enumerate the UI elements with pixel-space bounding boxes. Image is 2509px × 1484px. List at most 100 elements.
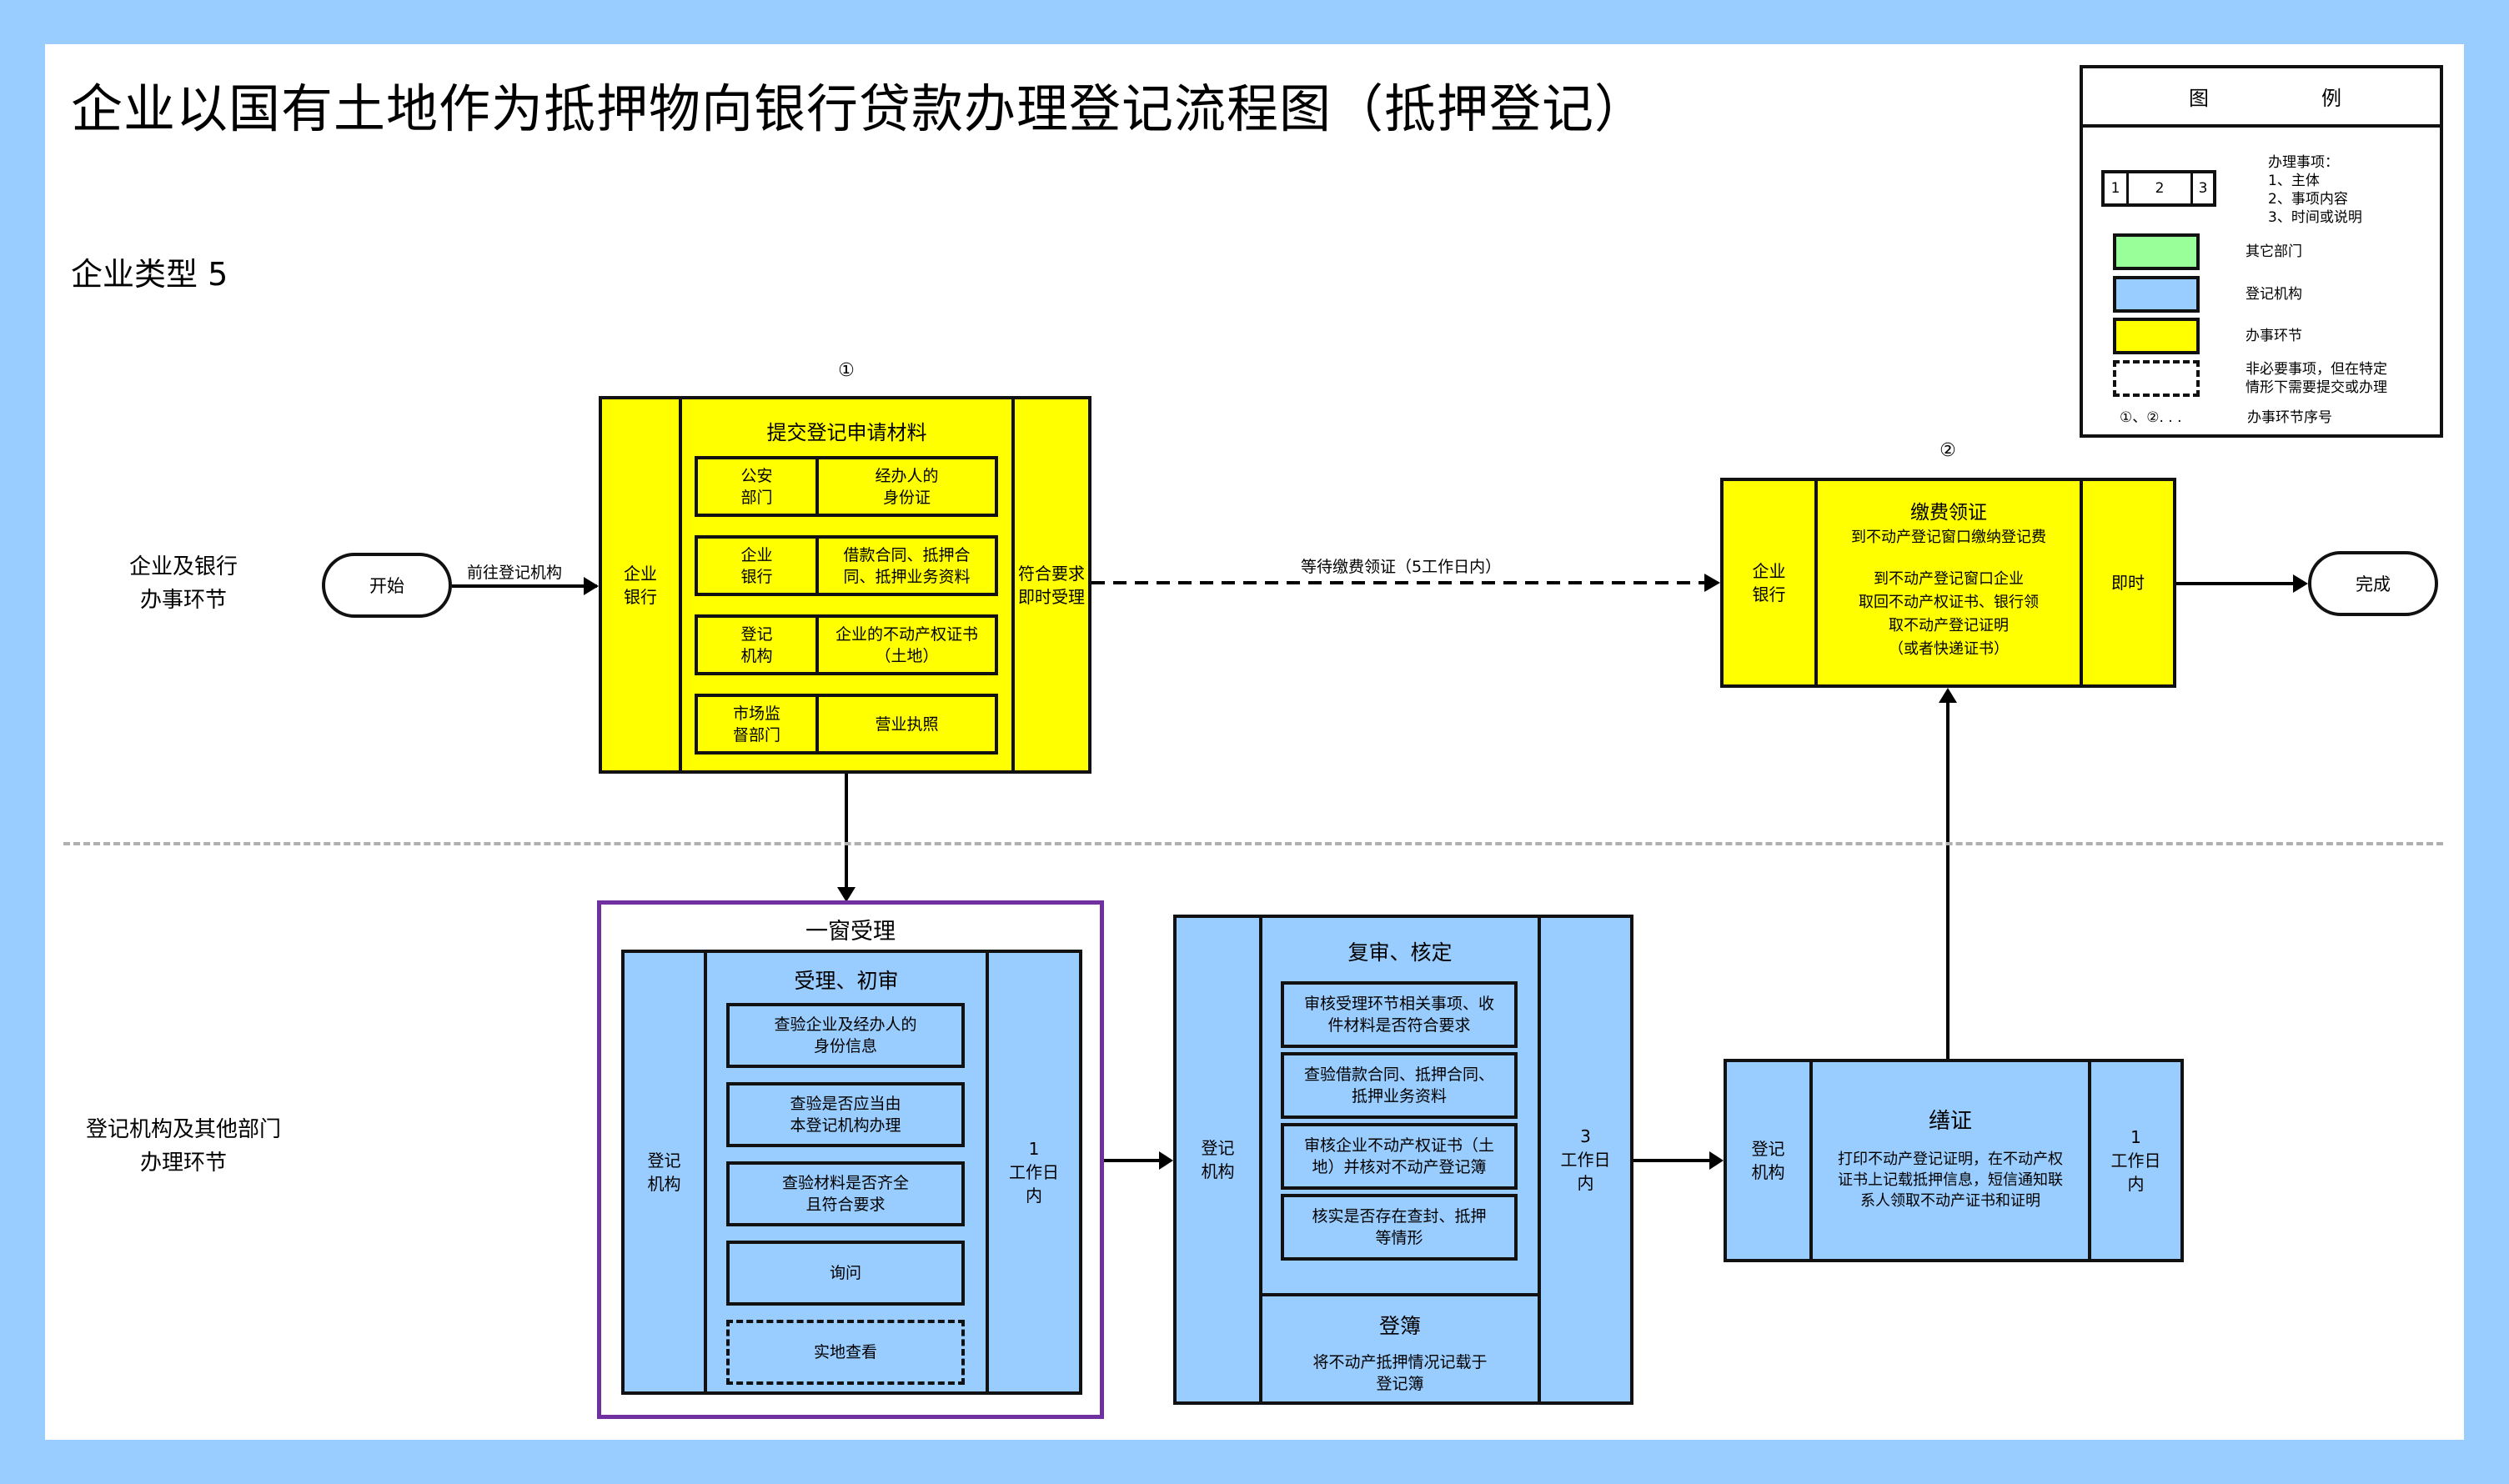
legend-sample-desc: 办理事项： 1、主体 2、事项内容 3、时间或说明 — [2268, 153, 2362, 227]
legend-sample-cell: 3 — [2198, 180, 2208, 197]
material-source: 登记机构 — [698, 618, 819, 672]
material-item: 企业的不动产权证书 （土地） — [819, 618, 995, 672]
text-line: 系人领取不动产证书和证明 — [1860, 1192, 2040, 1210]
material-item: 经办人的身份证 — [819, 459, 995, 514]
text-line: 查验企业及经办人的 — [774, 1015, 917, 1034]
text-line: （土地） — [875, 646, 939, 665]
text-line: 借款合同、抵押合 — [843, 545, 971, 564]
review-item: 审核受理环节相关事项、收件材料是否符合要求 — [1281, 981, 1518, 1048]
arrowhead — [584, 577, 599, 595]
material-source: 市场监督部门 — [698, 697, 819, 751]
certify-text: 打印不动产登记证明，在不动产权 证书上记载抵押信息，短信通知联 系人领取不动产证… — [1813, 1149, 2088, 1211]
arrowhead — [1704, 574, 1720, 592]
text-line: 打印不动产登记证明，在不动产权 — [1838, 1151, 2063, 1168]
text-line: 银行 — [740, 567, 773, 586]
step2-title: 缴费领证 — [1910, 502, 1987, 524]
time-line: 工作日 — [2110, 1151, 2161, 1171]
review-item: 核实是否存在查封、抵押等情形 — [1281, 1194, 1518, 1261]
text-line: 公安 — [740, 466, 773, 485]
text-line: 实地查看 — [813, 1343, 877, 1361]
step2-content: 缴费领证 到不动产登记窗口缴纳登记费 到不动产登记窗口企业 取回不动产权证书、银… — [1818, 499, 2080, 661]
text-line: 查验借款合同、抵押合同、 — [1303, 1065, 1494, 1084]
text-line: 办理事项： — [2268, 154, 2339, 171]
edge-label-go-to-registry: 前往登记机构 — [467, 564, 563, 582]
check-item-site-inspection-optional: 实地查看 — [726, 1320, 965, 1385]
step-index-2: ② — [1939, 440, 1956, 461]
record-text: 将不动产抵押情况记载于 登记簿 — [1262, 1351, 1538, 1395]
review-item: 审核企业不动产权证书（土地）并核对不动产登记簿 — [1281, 1123, 1518, 1190]
check-item: 查验企业及经办人的身份信息 — [726, 1003, 965, 1068]
subject-line: 登记 — [647, 1151, 681, 1171]
text-line: 审核企业不动产权证书（土 — [1303, 1136, 1494, 1155]
subject-line: 机构 — [1201, 1161, 1235, 1181]
text-line: 核实是否存在查封、抵押 — [1312, 1207, 1487, 1226]
step2-pay-and-collect[interactable]: 企业银行 即时 缴费领证 到不动产登记窗口缴纳登记费 到不动产登记窗口企业 取回… — [1720, 478, 2176, 688]
legend-sample-box: 1 2 3 — [2101, 170, 2216, 207]
text-line: 证书上记载抵押信息，短信通知联 — [1838, 1171, 2063, 1189]
start-node[interactable]: 开始 — [322, 553, 452, 618]
finish-node[interactable]: 完成 — [2308, 551, 2438, 616]
window-subject: 登记机构 — [625, 953, 707, 1391]
text-line: 且符合要求 — [805, 1196, 886, 1214]
subject-line: 银行 — [624, 586, 657, 607]
legend-seq-symbol: ①、②. . . — [2120, 409, 2182, 426]
text-line: 督部门 — [732, 725, 780, 745]
review-item: 查验借款合同、抵押合同、抵押业务资料 — [1281, 1052, 1518, 1119]
legend-swatch-registry — [2113, 276, 2200, 313]
check-item-inquiry: 询问 — [726, 1241, 965, 1306]
subject-line: 登记 — [1201, 1138, 1235, 1158]
review-subject: 登记机构 — [1177, 918, 1262, 1401]
record-divider — [1262, 1293, 1538, 1296]
text-line: 非必要事项，但在特定 — [2246, 361, 2387, 378]
window-title: 一窗受理 — [805, 919, 896, 945]
legend-sample-cell: 2 — [2129, 173, 2193, 203]
certify-title: 缮证 — [1928, 1109, 1972, 1134]
review-section-title: 复审、核定 — [1347, 940, 1453, 965]
text-line: 情形下需要提交或办理 — [2246, 379, 2387, 396]
legend-label-other-dept: 其它部门 — [2246, 243, 2302, 260]
lane-label-line: 登记机构及其他部门 — [85, 1117, 281, 1142]
lane-label-line: 办理环节 — [139, 1151, 227, 1176]
subject-line: 银行 — [1752, 584, 1786, 604]
material-source: 企业银行 — [698, 539, 819, 593]
lane-label-line: 企业及银行 — [128, 554, 238, 579]
subject-line: 企业 — [1752, 561, 1786, 581]
check-item: 查验材料是否齐全且符合要求 — [726, 1161, 965, 1226]
legend-swatch-other-dept — [2113, 233, 2200, 270]
lane-label-line: 办事环节 — [139, 588, 227, 613]
time-line: 1 — [2130, 1127, 2141, 1147]
text-line: 机构 — [740, 646, 773, 665]
text-line: 查验材料是否齐全 — [781, 1174, 909, 1192]
step2-line: （或者快递证书） — [1889, 640, 2009, 658]
legend-seq-desc: 办事环节序号 — [2247, 409, 2332, 426]
lane-divider — [63, 842, 2443, 845]
text-line: 企业 — [740, 545, 773, 564]
material-item: 借款合同、抵押合同、抵押业务资料 — [819, 539, 995, 593]
time-line: 3 — [1580, 1126, 1591, 1146]
text-line: 件材料是否符合要求 — [1327, 1016, 1471, 1035]
text-line: 身份信息 — [813, 1037, 877, 1055]
step-index-1: ① — [838, 360, 855, 381]
arrowhead — [2293, 574, 2308, 593]
step2-line: 取不动产登记证明 — [1889, 617, 2009, 634]
arrowhead — [1709, 1151, 1724, 1170]
text-line: 查验是否应当由 — [790, 1095, 901, 1113]
text-line: 企业的不动产权证书 — [835, 624, 978, 644]
text-line: 部门 — [740, 488, 773, 507]
enterprise-type: 企业类型 5 — [71, 256, 228, 293]
edge-label-wait-for-certificate: 等待缴费领证（5工作日内） — [1301, 558, 1502, 576]
text-line: 同、抵押业务资料 — [843, 567, 971, 586]
step1-subject: 企业银行 — [602, 399, 682, 770]
step1-submit-materials[interactable]: 企业银行 符合要求即时受理 提交登记申请材料 公安部门 经办人的身份证 企业银行… — [599, 396, 1091, 774]
step2-line: 到不动产登记窗口缴纳登记费 — [1851, 529, 2046, 546]
text-line: 经办人的 — [875, 466, 939, 485]
legend-header-left: 图 — [2189, 87, 2209, 110]
material-row: 市场监督部门 营业执照 — [695, 694, 998, 755]
text-line: 将不动产抵押情况记载于 — [1312, 1353, 1488, 1371]
